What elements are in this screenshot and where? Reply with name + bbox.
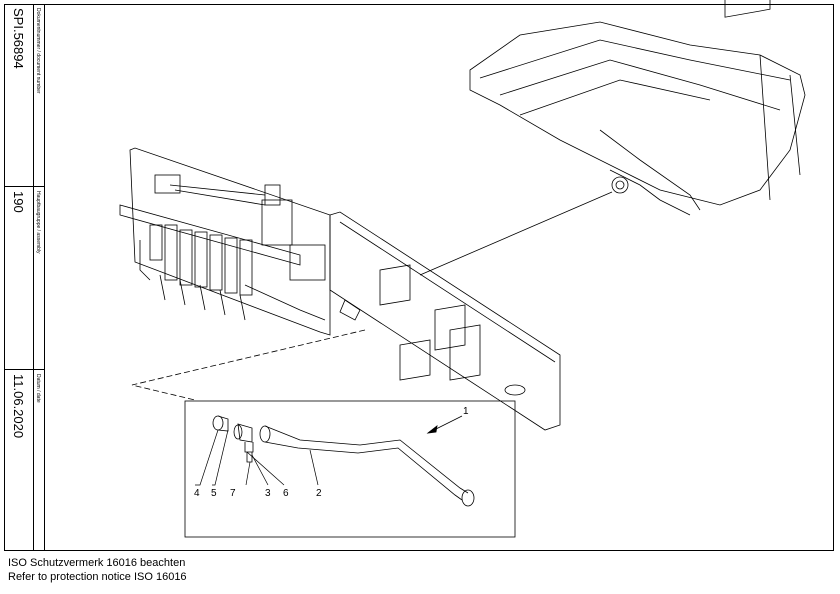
callout-7: 7: [230, 488, 236, 499]
callout-4: 4: [194, 488, 200, 499]
protection-notice-de: ISO Schutzvermerk 16016 beachten: [8, 557, 186, 569]
callout-5: 5: [211, 488, 217, 499]
assembly-number: 190: [11, 191, 26, 213]
detail-parts: [212, 415, 475, 507]
title-block-values: SPI.56894 190 11.06.2020: [4, 4, 34, 551]
date-label: Datum / date: [35, 374, 41, 403]
callout-1: 1: [463, 406, 469, 417]
callout-3: 3: [265, 488, 271, 499]
callout-2: 2: [316, 488, 322, 499]
drawing-date: 11.06.2020: [11, 374, 26, 439]
drawing-frame: [4, 4, 834, 551]
protection-notice: ISO Schutzvermerk 16016 beachten Refer t…: [8, 556, 187, 584]
overview-leader-line: [419, 191, 613, 276]
document-number-label: Dokumentnummer / document number: [35, 8, 41, 94]
machine-overview: [469, 0, 806, 216]
title-block: SPI.56894 190 11.06.2020 Dokumentnummer …: [4, 4, 45, 551]
arrow-icon: [426, 425, 438, 434]
mounting-rail: [329, 211, 561, 431]
document-number: SPI.56894: [11, 8, 26, 69]
protection-notice-en: Refer to protection notice ISO 16016: [8, 571, 187, 583]
assembly-label: Hauptbaugruppe / assembly: [35, 191, 41, 254]
callout-leaders: [195, 429, 319, 486]
valve-block-assembly: [119, 147, 331, 336]
detail-box: [184, 400, 516, 538]
detail-leader-line: [131, 329, 366, 401]
callout-6: 6: [283, 488, 289, 499]
title-block-labels: Dokumentnummer / document number Hauptba…: [33, 4, 45, 551]
